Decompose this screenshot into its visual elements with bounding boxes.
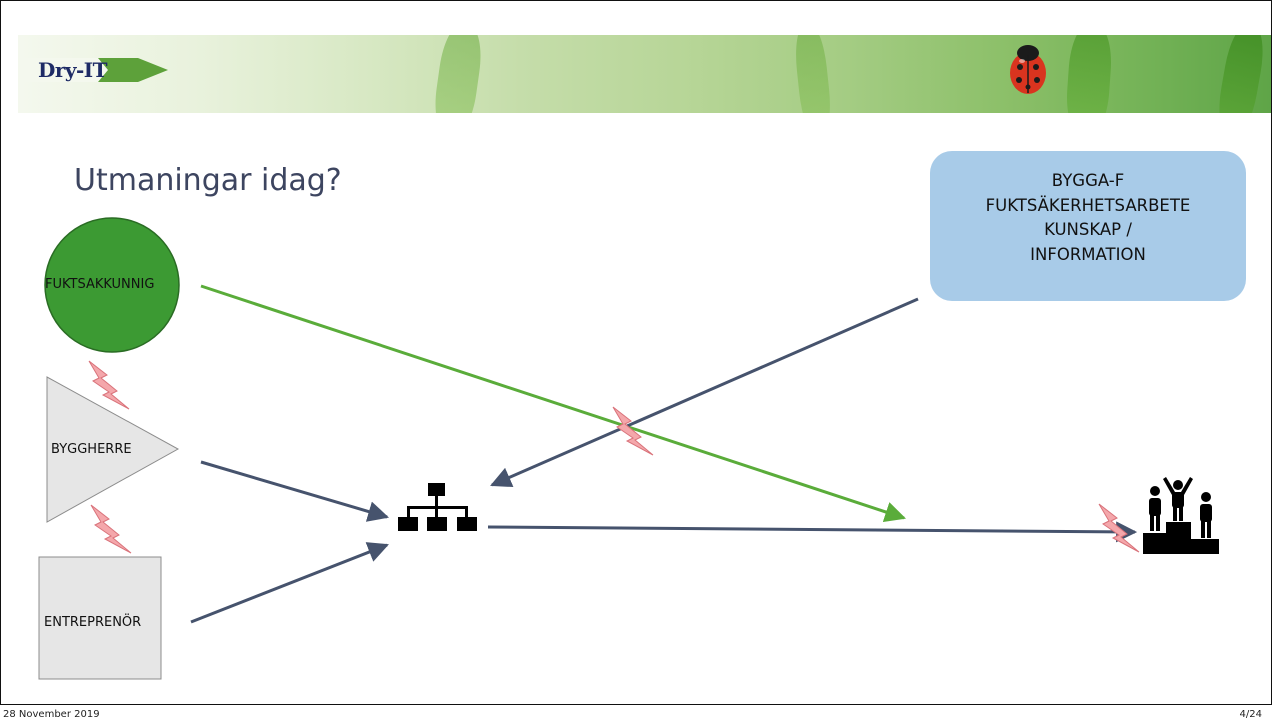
page-number: 4/24 [1239,709,1262,720]
lightning-icon [88,360,130,410]
info-line-1: BYGGA-F [1051,171,1125,190]
arrow-info-to-org [490,297,919,488]
fuktsakkunnig-node [44,217,180,353]
arrow-org-to-goal [487,521,1138,543]
slide-frame: Dry-IT Utmaningar idag? [0,0,1272,705]
lightning-icon [90,504,132,554]
lightning-icon [1098,503,1140,553]
diagram-canvas [38,217,1219,680]
logo-text: Dry-IT [38,58,108,82]
podium-icon [1143,477,1219,554]
entreprenor-label: ENTREPRENÖR [44,615,142,630]
byggherre-node [46,376,180,523]
footer-date: 28 November 2019 [3,709,100,720]
org-chart-icon [398,483,477,531]
info-line-4: INFORMATION [1030,244,1146,264]
arrow-byggherre-to-org [200,460,390,522]
arrow-entreprenor-to-org [190,542,389,624]
header-banner: Dry-IT [18,35,1271,113]
arrow-fuktsakkunnig-to-goal [200,284,906,523]
fuktsakkunnig-label: FUKTSAKKUNNIG [45,277,155,292]
info-line-2: FUKTSÄKERHETSARBETE [985,195,1191,215]
slide-title: Utmaningar idag? [74,163,342,198]
info-line-3: KUNSKAP / [1044,220,1132,239]
logo: Dry-IT [18,55,168,85]
byggherre-label: BYGGHERRE [51,442,132,457]
info-box: BYGGA-F FUKTSÄKERHETSARBETE KUNSKAP / IN… [930,151,1246,301]
logo-arrow-icon [18,58,168,82]
entreprenor-node [38,556,162,680]
ladybug-icon [1010,45,1046,94]
